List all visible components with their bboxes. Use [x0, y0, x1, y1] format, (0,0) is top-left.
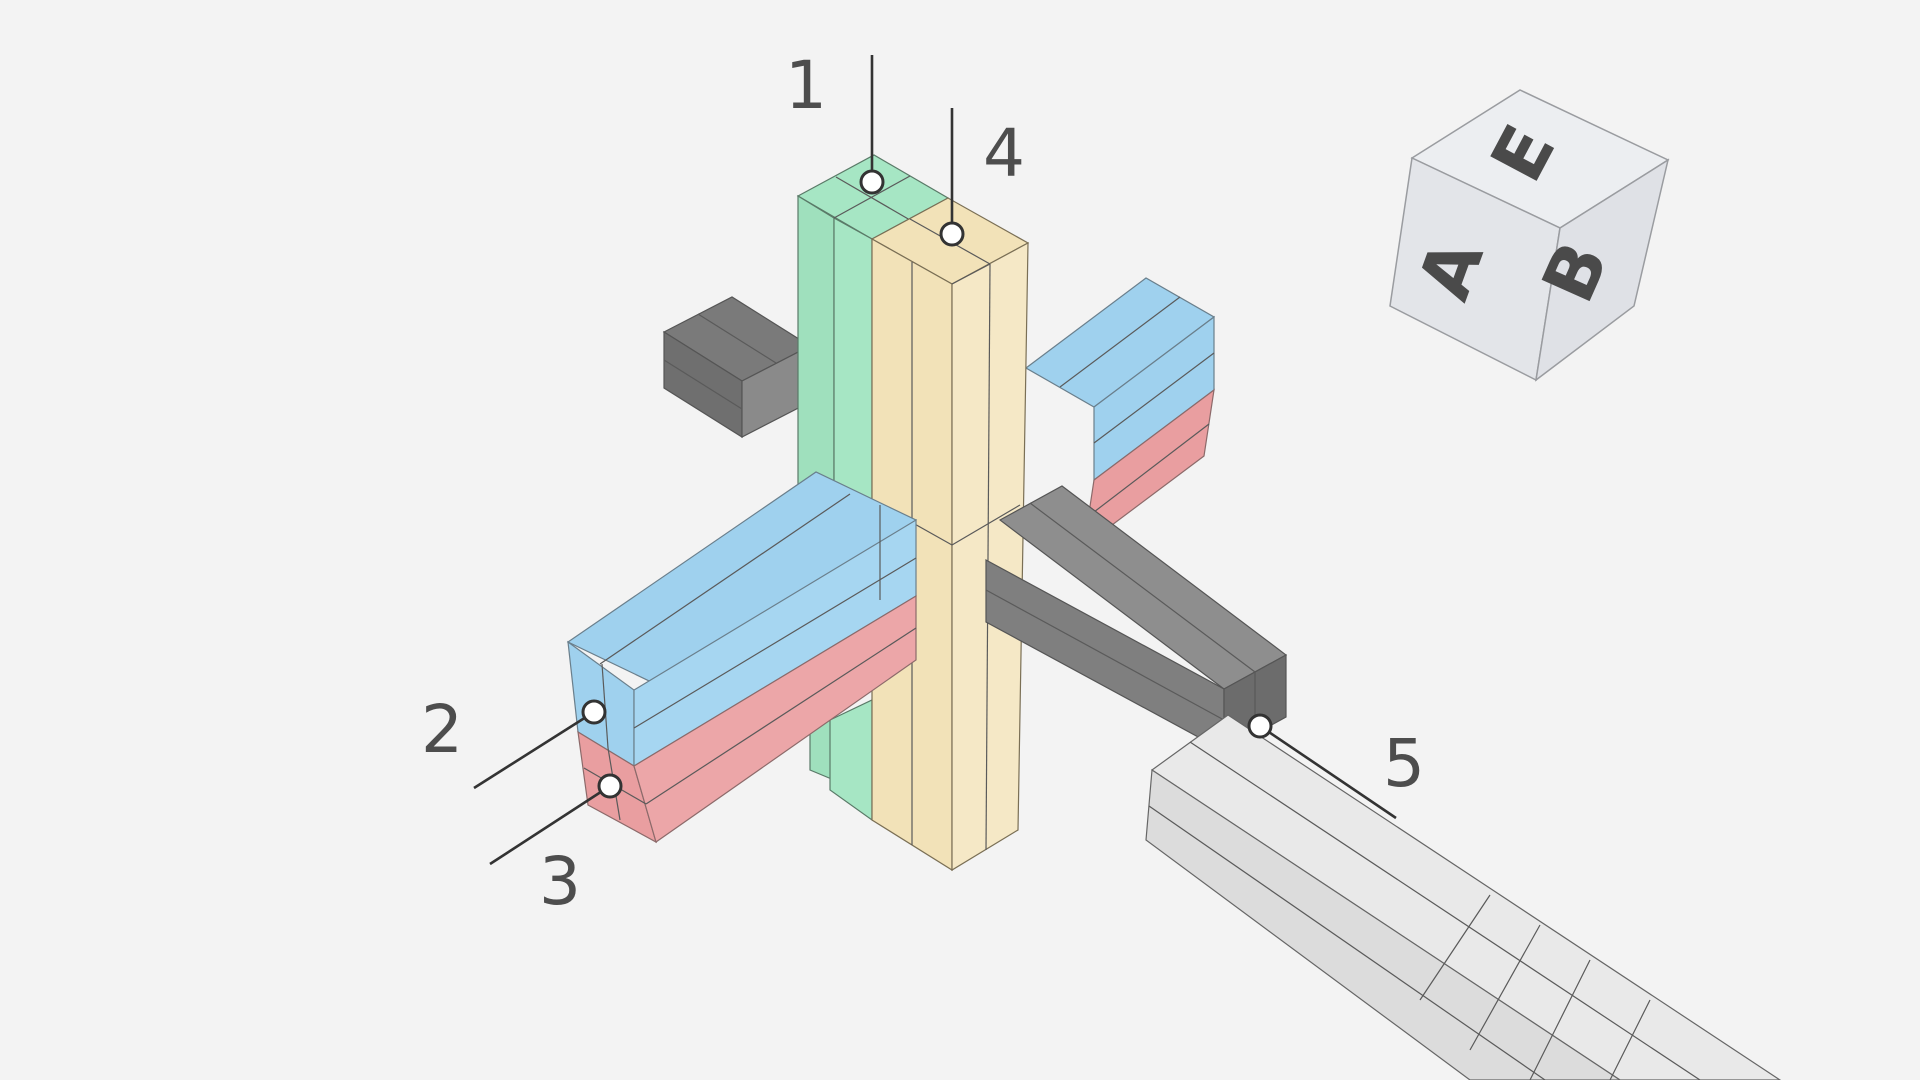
blue-beam-front[interactable]	[566, 471, 918, 768]
callout-5-label: 5	[1383, 725, 1425, 802]
view-cube-right-face[interactable]	[1534, 158, 1670, 382]
callout-1-label: 1	[785, 47, 827, 124]
callout-1: 1	[785, 47, 885, 195]
light-beam[interactable]	[1145, 714, 1782, 1080]
callout-3-anchor[interactable]	[597, 773, 623, 799]
callout-3: 3	[489, 773, 623, 920]
callout-5-anchor[interactable]	[1247, 713, 1273, 739]
view-cube[interactable]: E A B	[1389, 89, 1670, 382]
callout-5: 5	[1247, 713, 1425, 820]
dark-beam-back[interactable]	[662, 296, 812, 439]
callout-3-label: 3	[539, 843, 581, 920]
callout-1-anchor[interactable]	[859, 169, 885, 195]
callout-4-anchor[interactable]	[939, 221, 965, 247]
callout-4-label: 4	[983, 115, 1025, 192]
callout-2-anchor[interactable]	[581, 699, 607, 725]
callout-2-label: 2	[421, 691, 463, 768]
callout-2: 2	[421, 691, 607, 790]
dark-beam-front[interactable]	[985, 485, 1288, 753]
callout-4: 4	[939, 108, 1025, 247]
